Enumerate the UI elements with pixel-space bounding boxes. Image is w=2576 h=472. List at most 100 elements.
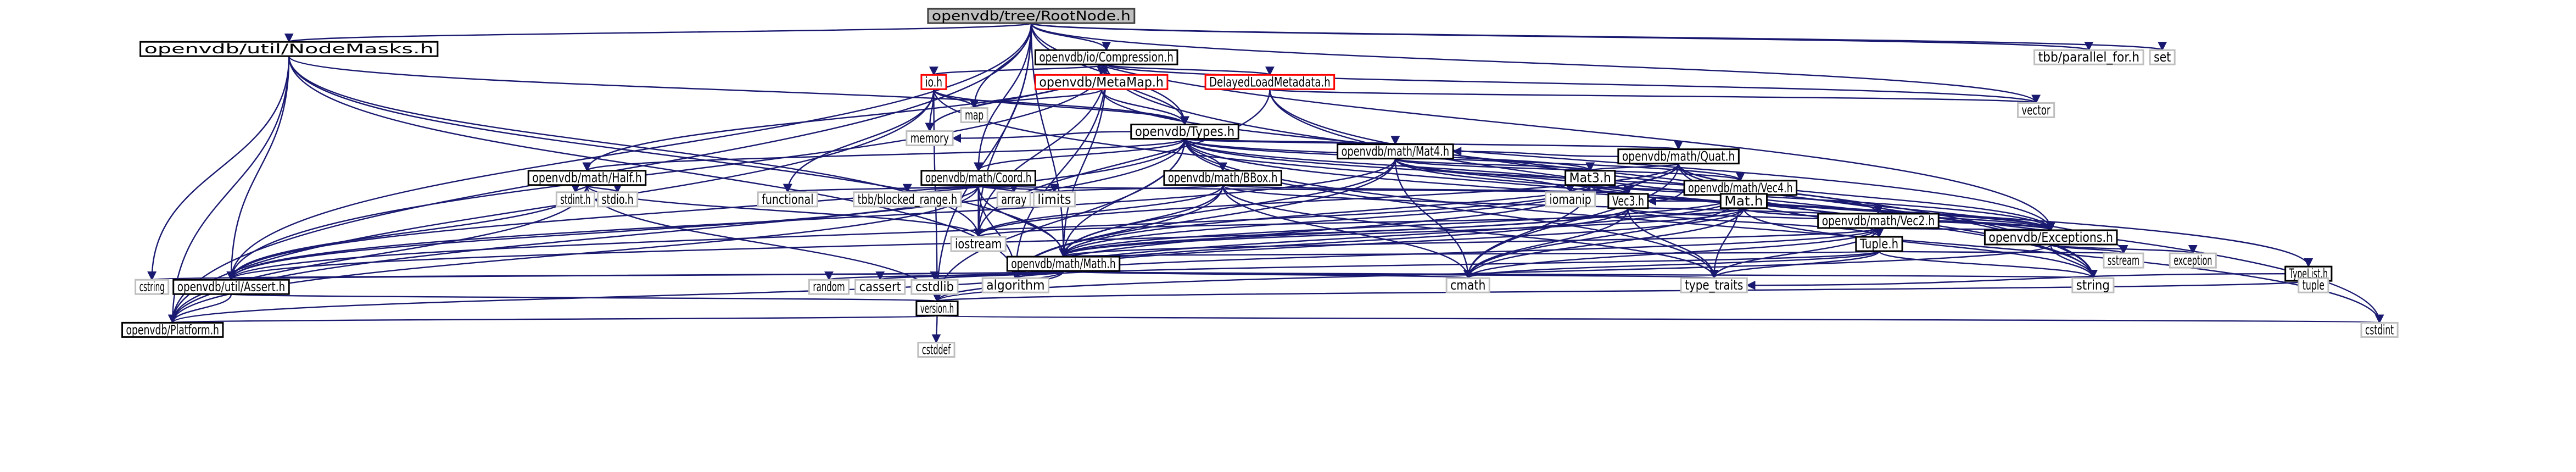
node-root[interactable]: openvdb/tree/RootNode.h [927, 8, 1136, 24]
node-box [1337, 143, 1454, 160]
node-compression[interactable]: openvdb/io/Compression.h [1034, 49, 1178, 65]
node-label: openvdb/util/Assert.h [177, 279, 285, 295]
edge-nodemasks-to-platform [167, 56, 290, 324]
node-box [1445, 277, 1490, 293]
edge-nodemasks-to-types [288, 55, 1189, 126]
node-functional: functional [757, 191, 818, 208]
node-box [1034, 49, 1178, 65]
node-box [920, 74, 947, 90]
node-box [2298, 277, 2329, 293]
node-coord[interactable]: openvdb/math/Coord.h [920, 170, 1036, 186]
edge-compression-to-vector [1105, 64, 2041, 104]
node-box [555, 191, 596, 208]
node-box [135, 279, 170, 295]
node-label: openvdb/math/BBox.h [1168, 170, 1277, 186]
edge-quat-to-mathh [1059, 163, 1679, 258]
node-box [1204, 74, 1336, 90]
node-bbox[interactable]: openvdb/math/BBox.h [1163, 170, 1282, 186]
edge-mat4-to-cmath [1394, 158, 1473, 279]
edge-bbox-to-iostream [974, 185, 1223, 238]
node-label: limits [1037, 192, 1071, 207]
node-box [808, 279, 850, 295]
node-label: set [2154, 49, 2171, 65]
node-tuple_h[interactable]: Tuple.h [1855, 236, 1903, 252]
node-delayed[interactable]: DelayedLoadMetadata.h [1204, 74, 1336, 90]
node-label: memory [910, 131, 949, 146]
node-vec2[interactable]: openvdb/math/Vec2.h [1817, 213, 1940, 229]
node-mat4[interactable]: openvdb/math/Mat4.h [1337, 143, 1454, 160]
node-label: string [2076, 277, 2110, 293]
node-ioh[interactable]: io.h [920, 74, 947, 90]
node-math_mat[interactable]: Mat.h [1719, 193, 1768, 209]
node-exceptions[interactable]: openvdb/Exceptions.h [1983, 229, 2118, 246]
node-nodemasks[interactable]: openvdb/util/NodeMasks.h [139, 41, 439, 57]
edge-math_mat-to-mathh [1059, 208, 1745, 258]
edge-delayed-to-string [1269, 89, 2098, 279]
edge-compression-to-mathh [1059, 64, 1107, 258]
node-label: Mat3.h [1569, 170, 1611, 186]
node-box [2017, 102, 2055, 118]
node-box [920, 170, 1036, 186]
edge-vec4-to-cmath [1463, 195, 1741, 279]
edge-bbox-to-limits [1050, 184, 1223, 193]
node-vec3[interactable]: Vec3.h [1607, 193, 1649, 209]
node-platform[interactable]: openvdb/Platform.h [121, 321, 224, 338]
node-parallel_for: tbb/parallel_for.h [2033, 49, 2144, 65]
edge-tuple_h-to-algorithm [1011, 250, 1880, 279]
edge-assert-to-version [230, 292, 940, 302]
node-string: string [2071, 277, 2115, 293]
node-assert[interactable]: openvdb/util/Assert.h [172, 279, 290, 295]
node-box [1680, 277, 1748, 293]
node-mathh[interactable]: openvdb/math/Math.h [1006, 256, 1121, 272]
node-map: map [960, 107, 988, 123]
node-tuple: tuple [2298, 277, 2329, 293]
edge-tuple_h-to-string [1878, 250, 2098, 279]
edge-math_mat-to-string [1743, 208, 2098, 279]
edge-math_mat-to-cmath [1463, 208, 1745, 279]
node-types[interactable]: openvdb/Types.h [1130, 124, 1239, 140]
node-box [2149, 49, 2176, 65]
edge-quat-to-cmath [1463, 163, 1679, 279]
node-label: openvdb/math/Vec2.h [1822, 213, 1935, 229]
edge-types-to-vec2 [1184, 138, 1883, 215]
node-box [2360, 321, 2399, 338]
edge-types-to-version [932, 138, 1186, 302]
edge-mat3-to-assert [227, 185, 1591, 281]
node-quat[interactable]: openvdb/math/Quat.h [1617, 148, 1740, 165]
node-label: stdio.h [602, 192, 634, 207]
node-version[interactable]: version.h [915, 300, 959, 316]
edge-types-to-vec4 [1184, 138, 1745, 182]
edge-delayed-to-vector [1269, 88, 2040, 104]
node-metamap[interactable]: openvdb/MetaMap.h [1034, 74, 1169, 90]
node-half[interactable]: openvdb/math/Half.h [527, 170, 647, 186]
node-label: tbb/blocked_range.h [858, 192, 957, 207]
edge-root-to-set [1030, 22, 2166, 51]
edge-compression-to-algorithm [1010, 64, 1107, 279]
edge-half-to-stdio [586, 184, 622, 193]
edge-root-to-assert [226, 23, 1032, 281]
node-box [2033, 49, 2144, 65]
edge-compression-to-types [1105, 64, 1189, 126]
edge-root-to-types [1030, 23, 1189, 126]
edge-quat-to-mat4 [1452, 147, 1618, 157]
node-random: random [808, 279, 850, 295]
edge-ioh-to-functional [783, 89, 935, 193]
node-box [139, 41, 439, 57]
edge-nodemasks-to-cstring [147, 56, 290, 281]
node-box [950, 236, 1007, 252]
node-label: openvdb/util/NodeMasks.h [144, 41, 434, 57]
edge-math_mat-to-iostream [974, 207, 1745, 238]
node-label: type_traits [1685, 277, 1743, 293]
edge-coord-to-functional [783, 184, 979, 193]
node-label: Tuple.h [1859, 236, 1898, 252]
node-box [927, 8, 1136, 24]
node-cstdint: cstdint [2360, 321, 2399, 338]
node-box [1545, 191, 1596, 208]
node-label: openvdb/math/Math.h [1011, 256, 1115, 271]
edge-half-to-assert [226, 185, 588, 281]
node-cassert: cassert [854, 279, 906, 295]
node-mat3[interactable]: Mat3.h [1564, 170, 1616, 186]
node-box [981, 277, 1049, 293]
node-box [853, 191, 962, 208]
edge-exceptions-to-exception [2050, 243, 2198, 254]
